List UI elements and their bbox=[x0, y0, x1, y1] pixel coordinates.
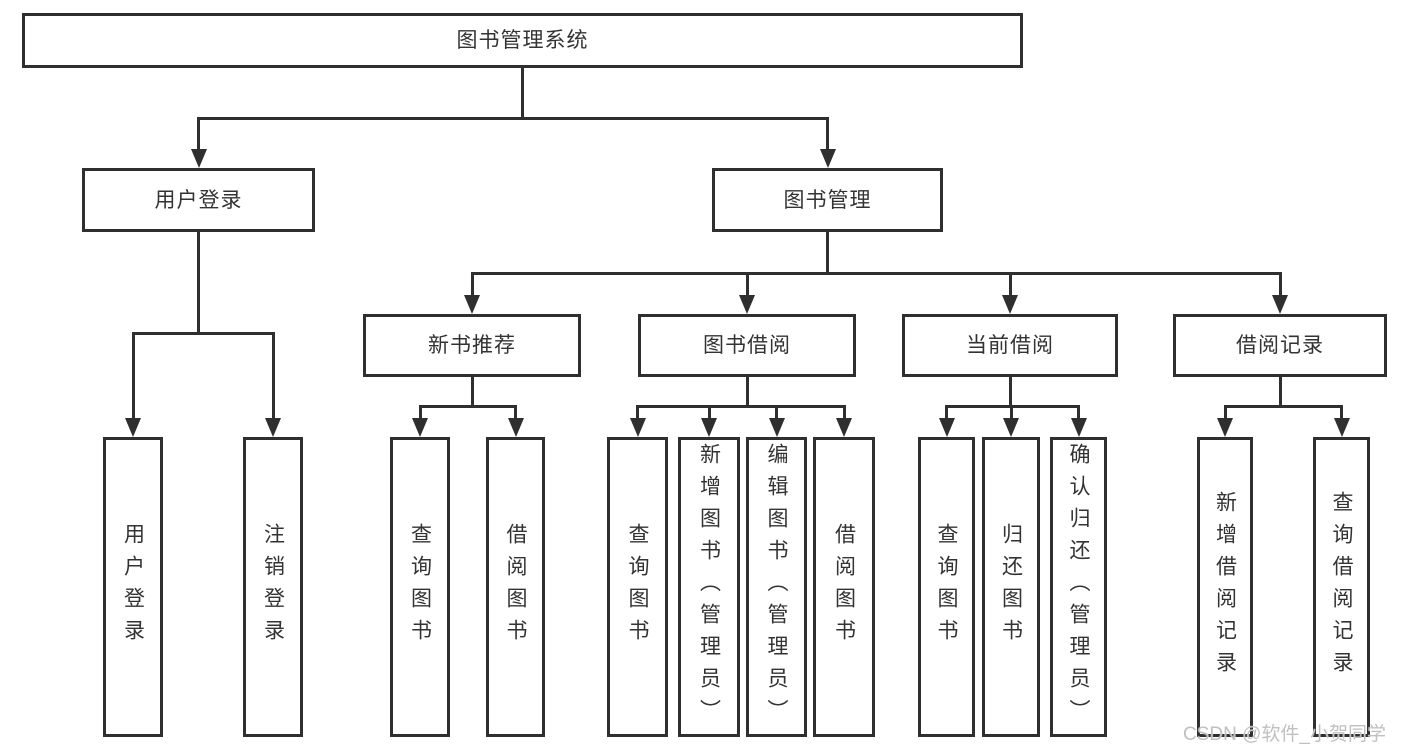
node-label-book-borrow: 图书借阅 bbox=[703, 334, 791, 357]
connector-bar-root bbox=[197, 116, 829, 120]
connector-bar-user-login bbox=[131, 331, 275, 335]
node-leaf-add-borrow-record: 新增借阅记录 bbox=[1197, 437, 1253, 737]
connector-stem-root bbox=[521, 68, 524, 118]
connector-stem-new-book-rec bbox=[470, 377, 474, 406]
node-leaf-edit-book: 编辑图书（管理员） bbox=[746, 437, 807, 737]
node-leaf-borrow-book-2: 借阅图书 bbox=[813, 437, 875, 737]
connector-bar-book-mgmt bbox=[470, 271, 1282, 275]
node-book-borrow: 图书借阅 bbox=[638, 314, 856, 377]
node-label-leaf-borrow-book-1: 借阅图书 bbox=[504, 523, 527, 651]
connector-arrow-current-borrow bbox=[1002, 295, 1018, 314]
node-label-leaf-confirm-return: 确认归还（管理员） bbox=[1067, 443, 1090, 731]
node-root: 图书管理系统 bbox=[22, 13, 1023, 68]
node-label-new-book-rec: 新书推荐 bbox=[428, 334, 516, 357]
connector-arrow-leaf-query-borrow-record bbox=[1333, 418, 1350, 437]
connector-bar-new-book-rec bbox=[418, 404, 517, 408]
connector-arrow-leaf-borrow-book-1 bbox=[507, 418, 524, 437]
connector-arrow-leaf-add-borrow-record bbox=[1217, 418, 1233, 437]
connector-stem-book-borrow bbox=[745, 377, 749, 406]
node-label-leaf-query-book-3: 查询图书 bbox=[935, 523, 958, 651]
connector-drop-leaf-confirm-return bbox=[1077, 406, 1080, 429]
node-leaf-query-borrow-record: 查询借阅记录 bbox=[1313, 437, 1370, 737]
connector-arrow-book-mgmt bbox=[819, 149, 836, 168]
connector-drop-leaf-query-book-1 bbox=[418, 406, 422, 429]
connector-arrow-leaf-edit-book bbox=[768, 418, 785, 437]
node-new-book-rec: 新书推荐 bbox=[363, 314, 581, 377]
node-leaf-return-book: 归还图书 bbox=[982, 437, 1040, 737]
connector-arrow-book-borrow bbox=[739, 295, 755, 314]
connector-arrow-leaf-confirm-return bbox=[1070, 418, 1087, 437]
connector-arrow-leaf-return-book bbox=[1003, 418, 1019, 437]
node-label-leaf-query-book-2: 查询图书 bbox=[626, 523, 649, 651]
connector-drop-user-login bbox=[197, 118, 200, 160]
connector-drop-leaf-add-book bbox=[707, 406, 711, 429]
connector-drop-book-borrow bbox=[745, 273, 749, 306]
node-label-leaf-logout: 注销登录 bbox=[261, 523, 285, 651]
node-label-user-login: 用户登录 bbox=[154, 188, 243, 212]
node-leaf-logout: 注销登录 bbox=[243, 437, 303, 737]
connector-bar-borrow-records bbox=[1223, 404, 1343, 408]
node-label-leaf-query-borrow-record: 查询借阅记录 bbox=[1330, 491, 1353, 683]
node-leaf-confirm-return: 确认归还（管理员） bbox=[1050, 437, 1107, 737]
node-label-current-borrow: 当前借阅 bbox=[966, 334, 1054, 357]
connector-drop-current-borrow bbox=[1008, 273, 1012, 306]
connector-drop-leaf-edit-book bbox=[775, 406, 778, 429]
node-user-login: 用户登录 bbox=[82, 168, 315, 232]
connector-drop-leaf-borrow-book-2 bbox=[842, 406, 846, 429]
node-leaf-add-book: 新增图书（管理员） bbox=[678, 437, 740, 737]
connector-drop-leaf-query-book-3 bbox=[945, 406, 948, 429]
connector-drop-leaf-add-borrow-record bbox=[1223, 406, 1227, 429]
connector-arrow-leaf-borrow-book-2 bbox=[836, 418, 852, 437]
node-label-leaf-return-book: 归还图书 bbox=[999, 523, 1023, 651]
node-label-book-mgmt: 图书管理 bbox=[783, 188, 872, 212]
node-label-leaf-add-borrow-record: 新增借阅记录 bbox=[1213, 491, 1237, 683]
node-label-leaf-query-book-1: 查询图书 bbox=[408, 523, 432, 651]
node-label-leaf-edit-book: 编辑图书（管理员） bbox=[765, 443, 788, 731]
connector-stem-current-borrow bbox=[1008, 377, 1012, 406]
node-label-leaf-user-login: 用户登录 bbox=[121, 523, 145, 651]
node-borrow-records: 借阅记录 bbox=[1173, 314, 1387, 377]
connector-arrow-leaf-query-book-2 bbox=[629, 418, 646, 437]
connector-arrow-leaf-user-login bbox=[125, 418, 141, 437]
node-book-mgmt: 图书管理 bbox=[712, 168, 943, 232]
connector-drop-new-book-rec bbox=[470, 273, 474, 306]
connector-bar-current-borrow bbox=[945, 404, 1080, 408]
node-leaf-borrow-book-1: 借阅图书 bbox=[486, 437, 545, 737]
connector-drop-leaf-query-book-2 bbox=[636, 406, 639, 429]
connector-arrow-user-login bbox=[190, 149, 207, 168]
connector-arrow-leaf-add-book bbox=[701, 418, 717, 437]
connector-arrow-new-book-rec bbox=[464, 295, 480, 314]
connector-arrow-borrow-records bbox=[1272, 295, 1288, 314]
node-label-borrow-records: 借阅记录 bbox=[1236, 334, 1324, 357]
node-label-root: 图书管理系统 bbox=[456, 29, 589, 52]
node-leaf-query-book-1: 查询图书 bbox=[390, 437, 450, 737]
connector-drop-leaf-user-login bbox=[131, 333, 135, 429]
connector-stem-user-login bbox=[197, 232, 200, 333]
watermark: CSDN @软件_小贺同学 bbox=[1183, 724, 1386, 745]
connector-drop-leaf-return-book bbox=[1009, 406, 1013, 429]
node-label-leaf-add-book: 新增图书（管理员） bbox=[697, 443, 721, 731]
connector-arrow-leaf-query-book-3 bbox=[938, 418, 955, 437]
connector-drop-book-mgmt bbox=[826, 118, 829, 160]
connector-stem-book-mgmt bbox=[826, 232, 829, 273]
connector-drop-leaf-borrow-book-1 bbox=[514, 406, 517, 429]
node-label-leaf-borrow-book-2: 借阅图书 bbox=[832, 523, 856, 651]
node-leaf-query-book-3: 查询图书 bbox=[918, 437, 975, 737]
node-leaf-user-login: 用户登录 bbox=[103, 437, 163, 737]
connector-drop-leaf-query-borrow-record bbox=[1340, 406, 1343, 429]
connector-arrow-leaf-logout bbox=[265, 418, 281, 437]
connector-arrow-leaf-query-book-1 bbox=[412, 418, 428, 437]
connector-drop-borrow-records bbox=[1278, 273, 1282, 306]
connector-drop-leaf-logout bbox=[271, 333, 275, 429]
connector-bar-book-borrow bbox=[636, 404, 846, 408]
node-leaf-query-book-2: 查询图书 bbox=[607, 437, 668, 737]
connector-stem-borrow-records bbox=[1278, 377, 1282, 406]
node-current-borrow: 当前借阅 bbox=[902, 314, 1118, 377]
